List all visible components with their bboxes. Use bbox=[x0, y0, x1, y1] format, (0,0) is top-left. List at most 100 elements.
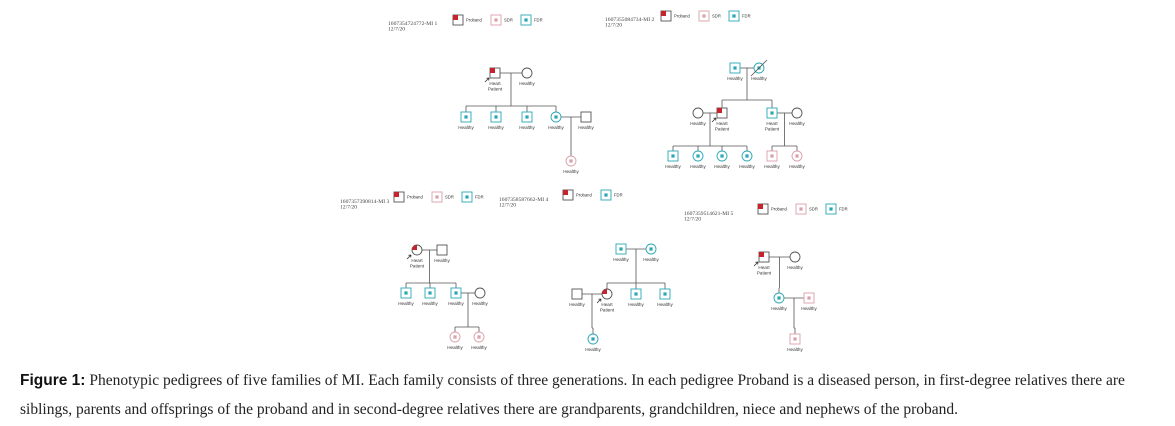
pedigree-member-plain: Healthy bbox=[789, 107, 805, 126]
caption-text: Phenotypic pedigrees of five families of… bbox=[20, 372, 1125, 418]
pedigree-member-sdr: Healthy bbox=[563, 155, 579, 174]
relative-marker bbox=[671, 154, 675, 158]
figure-caption: Figure 1: Phenotypic pedigrees of five f… bbox=[20, 366, 1170, 424]
member-label: Heart bbox=[758, 265, 770, 270]
relative-marker bbox=[428, 291, 432, 295]
member-label: Healthy bbox=[548, 125, 564, 130]
proband-arrow-icon bbox=[596, 298, 602, 304]
pedigree-member-fdr: Healthy bbox=[398, 287, 414, 306]
family-date: 12/7/20 bbox=[340, 205, 357, 211]
member-label: Healthy bbox=[613, 257, 629, 262]
pedigree-member-fdr: Healthy bbox=[519, 111, 535, 130]
relative-marker bbox=[770, 154, 774, 158]
legend-label: Proband bbox=[407, 195, 424, 200]
member-label: Healthy bbox=[739, 164, 755, 169]
proband-arrow-icon bbox=[406, 254, 412, 260]
member-label: Healthy bbox=[771, 306, 787, 311]
pedigree-member-sdr: Healthy bbox=[447, 331, 463, 350]
pedigree-family-2: 1607355084734-MI 212/7/20 Proband SDR FDR He… bbox=[605, 10, 805, 169]
member-label: Healthy bbox=[789, 121, 805, 126]
legend-fill bbox=[453, 15, 458, 20]
legend-item-proband: Proband bbox=[660, 10, 691, 22]
legend-item-sdr: SDR bbox=[698, 10, 721, 22]
relative-marker bbox=[525, 115, 529, 119]
male-symbol bbox=[436, 244, 448, 256]
family-id: 1607355084734-MI 2 bbox=[605, 17, 654, 23]
member-label: Patient bbox=[765, 127, 780, 132]
proband-fill bbox=[412, 245, 417, 250]
legend-label: FDR bbox=[534, 18, 543, 23]
member-label: Healthy bbox=[434, 258, 450, 263]
female-symbol bbox=[692, 107, 704, 119]
member-label: Heart bbox=[411, 258, 423, 263]
member-label: Healthy bbox=[714, 164, 730, 169]
legend-fill bbox=[604, 193, 608, 197]
caption-label: Figure 1: bbox=[20, 372, 86, 389]
relative-marker bbox=[477, 335, 481, 339]
legend-fill bbox=[758, 204, 763, 209]
member-label: Healthy bbox=[398, 301, 414, 306]
legend-label: SDR bbox=[712, 14, 721, 19]
pedigree-member-fdr: Healthy bbox=[488, 111, 504, 130]
member-label: Healthy bbox=[628, 302, 644, 307]
legend-label: Proband bbox=[466, 18, 483, 23]
pedigree-member-fdr: Healthy bbox=[657, 288, 673, 307]
legend-item-fdr: FDR bbox=[461, 191, 484, 203]
legend-item-sdr: SDR bbox=[795, 203, 818, 215]
legend-fill bbox=[829, 207, 833, 211]
legend-label: FDR bbox=[742, 14, 751, 19]
family-id: 1607359514621-MI 5 bbox=[684, 211, 733, 217]
pedigree-member-plain: Healthy bbox=[569, 288, 585, 307]
female-symbol bbox=[474, 287, 486, 299]
pedigree-member-fdr: Healthy bbox=[643, 243, 659, 262]
proband-arrow-icon bbox=[711, 117, 717, 123]
legend-item-sdr: SDR bbox=[490, 14, 513, 26]
relative-marker bbox=[569, 159, 573, 163]
pedigree-member-plain: Healthy bbox=[787, 251, 803, 270]
member-label: Healthy bbox=[690, 164, 706, 169]
relative-marker bbox=[793, 337, 797, 341]
pedigree-member-fdr: Healthy bbox=[548, 111, 564, 130]
relative-marker bbox=[720, 154, 724, 158]
pedigree-member-sdr: Healthy bbox=[801, 292, 817, 311]
pedigree-member-fdr: Healthy bbox=[448, 287, 464, 306]
member-label: Heart bbox=[489, 81, 501, 86]
pedigree-member-sdr: Healthy bbox=[764, 150, 780, 169]
member-label: Healthy bbox=[519, 81, 535, 86]
pedigree-member-fdr: Healthy bbox=[585, 333, 601, 352]
legend-item-proband: Proband bbox=[393, 191, 424, 203]
proband-fill bbox=[717, 108, 722, 113]
legend-label: Proband bbox=[674, 14, 691, 19]
member-label: Healthy bbox=[665, 164, 681, 169]
legend-item-proband: Proband bbox=[452, 14, 483, 26]
male-symbol bbox=[580, 111, 592, 123]
member-label: Healthy bbox=[727, 76, 743, 81]
member-label: Patient bbox=[410, 264, 425, 269]
family-date: 12/7/20 bbox=[605, 23, 622, 29]
member-label: Healthy bbox=[690, 121, 706, 126]
member-label: Patient bbox=[715, 127, 730, 132]
pedigree-member-fdr: Healthy bbox=[714, 150, 730, 169]
pedigree-member-fdr: Healthy bbox=[458, 111, 474, 130]
member-label: Heart bbox=[716, 121, 728, 126]
family-date: 12/7/20 bbox=[684, 217, 701, 223]
relative-marker bbox=[733, 66, 737, 70]
relative-marker bbox=[591, 337, 595, 341]
female-symbol bbox=[791, 107, 803, 119]
pedigree-member-sdr: Healthy bbox=[471, 331, 487, 350]
member-label: Patient bbox=[757, 271, 772, 276]
relative-marker bbox=[619, 247, 623, 251]
pedigree-member-plain: Healthy bbox=[519, 67, 535, 86]
legend-item-fdr: FDR bbox=[520, 14, 543, 26]
pedigree-member-plain: Healthy bbox=[578, 111, 594, 130]
legend-label: FDR bbox=[839, 207, 848, 212]
pedigree-member-fdr: Healthy bbox=[690, 150, 706, 169]
